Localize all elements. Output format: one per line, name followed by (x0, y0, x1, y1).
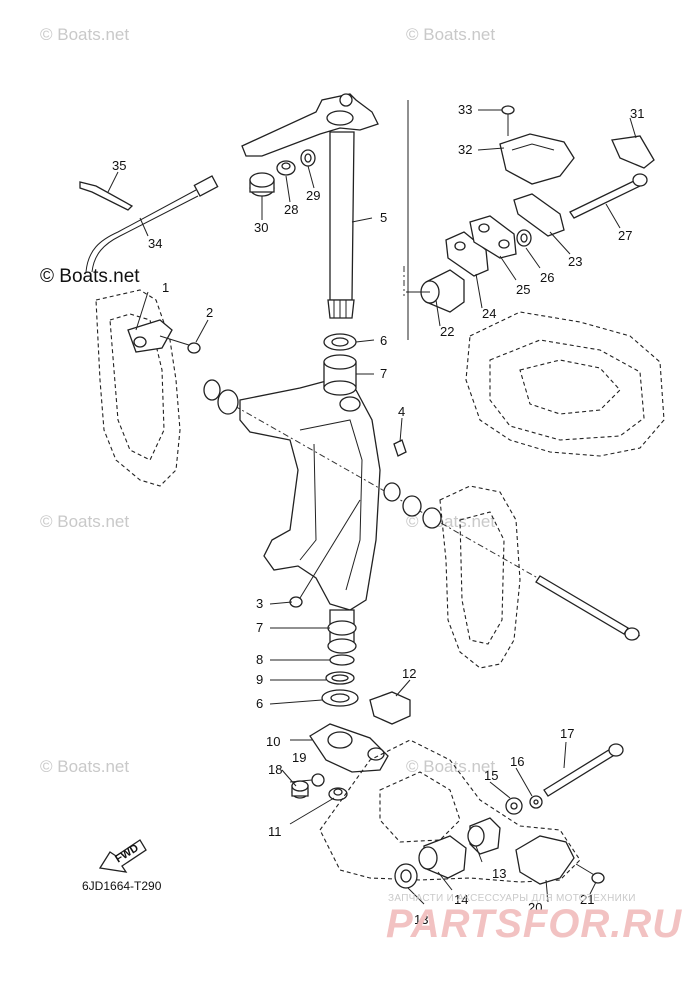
tilt-bushing-right (383, 482, 442, 529)
bracket-part-1 (127, 319, 173, 353)
part-label-14: 14 (454, 892, 468, 907)
bolt-33 (501, 105, 515, 136)
part-label-7-lower: 7 (256, 620, 263, 635)
cover-32 (499, 133, 575, 185)
steering-shaft (327, 131, 355, 319)
part-label-28: 28 (284, 202, 298, 217)
part-label-30: 30 (254, 220, 268, 235)
rubber-mount-13-lower (394, 863, 418, 889)
washer-16 (529, 795, 543, 809)
plate-23 (513, 193, 565, 237)
watermark-bottom-right: © Boats.net (406, 757, 496, 776)
part-label-22: 22 (440, 324, 454, 339)
part-label-6-lower: 6 (256, 696, 263, 711)
part-label-25: 25 (516, 282, 530, 297)
washer-15 (505, 797, 523, 815)
watermark-top-left: © Boats.net (40, 25, 130, 44)
clamp-bracket-left (95, 289, 181, 487)
part-label-6-upper: 6 (380, 333, 387, 348)
tilt-bushing-left (203, 379, 239, 415)
plate-25 (469, 215, 517, 259)
part-label-29: 29 (306, 188, 320, 203)
part-label-1: 1 (162, 280, 169, 295)
bolt-21 (575, 863, 605, 884)
holder-20 (515, 835, 575, 885)
plate-24 (445, 231, 489, 277)
washer-29 (300, 149, 316, 167)
bushing-7-upper (323, 354, 357, 396)
washer-19 (311, 773, 325, 787)
nut-11 (328, 787, 348, 801)
part-label-11: 11 (268, 824, 282, 839)
rubber-mount-13-upper (467, 817, 501, 855)
part-label-27: 27 (618, 228, 632, 243)
part-labels: 1 2 3 4 5 6 6 7 7 8 9 10 11 12 13 13 14 … (112, 102, 644, 927)
part-label-18: 18 (268, 762, 282, 777)
washer-26 (516, 229, 532, 247)
nut-30 (249, 172, 275, 197)
site-logo[interactable]: PARTSFOR.RU (386, 902, 683, 946)
part-label-24: 24 (482, 306, 496, 321)
cable-tie-35 (79, 181, 134, 211)
washer-6-upper (323, 333, 357, 351)
steering-yoke-10 (309, 723, 389, 773)
part-label-5: 5 (380, 210, 387, 225)
grease-nipple-4 (393, 439, 407, 457)
part-label-4: 4 (398, 404, 405, 419)
part-label-33: 33 (458, 102, 472, 117)
rubber-mount-14 (418, 835, 467, 879)
fwd-arrow-icon: FWD (98, 839, 147, 873)
watermark-main: © Boats.net (40, 266, 140, 287)
watermark-mid-left: © Boats.net (40, 512, 130, 531)
part-label-9: 9 (256, 672, 263, 687)
washer-9 (325, 671, 355, 685)
washer-6-lower (321, 689, 359, 707)
nut-28 (276, 160, 296, 176)
watermark-top-right: © Boats.net (406, 25, 496, 44)
bottom-cowling (465, 311, 665, 457)
tilt-pin (535, 575, 640, 641)
rubber-mount-22 (420, 269, 465, 313)
part-label-34: 34 (148, 236, 162, 251)
part-label-3: 3 (256, 596, 263, 611)
cable-34 (85, 175, 219, 273)
part-label-13-lower: 13 (414, 912, 428, 927)
part-label-21: 21 (580, 892, 594, 907)
swivel-bracket (239, 379, 381, 611)
part-label-32: 32 (458, 142, 472, 157)
part-label-17: 17 (560, 726, 574, 741)
lower-case (319, 739, 581, 883)
part-label-19: 19 (292, 750, 306, 765)
part-label-16: 16 (510, 754, 524, 769)
site-tagline: ЗАПЧАСТИ И АКСЕССУАРЫ ДЛЯ МОТОТЕХНИКИ (388, 893, 636, 904)
o-ring-8 (329, 654, 355, 666)
part-label-20: 20 (528, 900, 542, 915)
steering-arm (241, 93, 379, 157)
part-label-35: 35 (112, 158, 126, 173)
bolt-17 (543, 743, 624, 797)
clip-31 (611, 135, 655, 169)
part-label-8: 8 (256, 652, 263, 667)
part-label-23: 23 (568, 254, 582, 269)
bracket-12 (369, 691, 411, 725)
watermark-bottom-left: © Boats.net (40, 757, 130, 776)
part-label-2: 2 (206, 305, 213, 320)
nut-18 (291, 780, 309, 799)
part-label-31: 31 (630, 106, 644, 121)
bushing-7-lower (327, 609, 357, 654)
part-label-13-upper: 13 (492, 866, 506, 881)
bolt-27 (569, 173, 648, 219)
part-label-10: 10 (266, 734, 280, 749)
part-label-7-upper: 7 (380, 366, 387, 381)
part-label-26: 26 (540, 270, 554, 285)
bolt-2 (159, 335, 201, 354)
leader-lines (107, 109, 637, 905)
diagram-code: 6JD1664-T290 (82, 879, 162, 893)
clamp-bracket-right (439, 485, 521, 669)
part-label-12: 12 (402, 666, 416, 681)
part-label-15: 15 (484, 768, 498, 783)
